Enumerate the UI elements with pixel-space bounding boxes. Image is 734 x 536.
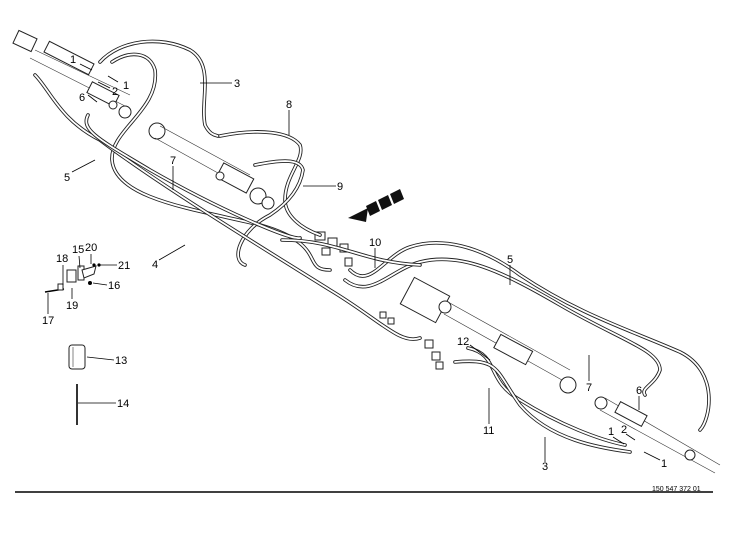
hydraulic-cylinder-left [12,29,132,119]
callout-1: 1 [70,54,76,66]
callout-2: 2 [621,424,627,436]
callout-8: 8 [286,99,292,111]
callout-10: 10 [369,237,381,249]
callout-12: 12 [457,336,469,348]
callout-7: 7 [170,155,176,167]
callout-6: 6 [636,385,642,397]
callout-16: 16 [108,280,120,292]
callout-19: 19 [66,300,78,312]
callout-21: 21 [118,260,130,272]
callout-17: 17 [42,315,54,327]
hose-lines [33,39,711,454]
callout-14: 14 [117,398,129,410]
callout-15: 15 [72,244,84,256]
callout-9: 9 [337,181,343,193]
document-number: 150 547 372 01 [652,486,701,493]
sleeve-part [68,344,86,370]
callout-18: 18 [56,253,68,265]
callout-6: 6 [79,92,85,104]
callout-5: 5 [64,172,70,184]
callout-labels: 1 1 2 6 3 8 7 5 9 4 10 5 15 20 21 18 16 … [42,54,667,473]
callout-11: 11 [483,425,494,437]
bracket-parts [44,263,101,293]
callout-1: 1 [661,458,667,470]
hydraulic-cylinder-right-middle [399,276,577,394]
hydraulic-cylinder-middle [148,122,275,210]
callout-4: 4 [152,259,158,271]
callout-13: 13 [115,355,127,367]
callout-1: 1 [123,80,129,92]
callout-1: 1 [608,426,614,438]
callout-3: 3 [542,461,548,473]
callout-7: 7 [586,382,592,394]
callout-5: 5 [507,254,513,266]
hydraulic-cylinder-right [594,396,721,474]
callout-leaders [47,63,661,462]
direction-arrow-icon [348,189,404,222]
callout-3: 3 [234,78,240,90]
callout-20: 20 [85,242,97,254]
callout-2: 2 [112,86,118,98]
